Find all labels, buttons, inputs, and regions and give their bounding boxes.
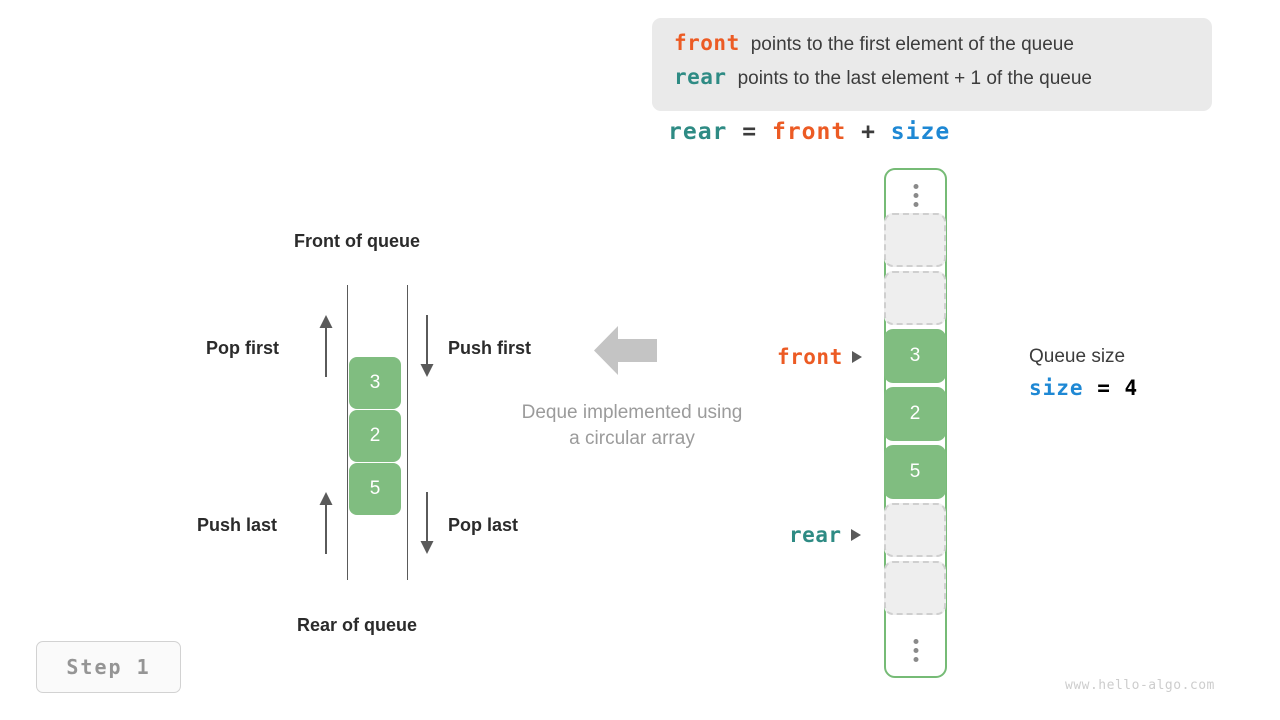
ellipsis-top-icon — [913, 184, 918, 207]
array-slot — [884, 271, 946, 325]
queue-size-expression: size = 4 — [1029, 373, 1138, 403]
push-first-arrow-icon — [420, 315, 434, 377]
pop-last-label: Pop last — [448, 515, 519, 535]
left-arrow-icon — [594, 326, 657, 375]
circular-array-slots: 3 2 5 — [884, 213, 946, 619]
queue-size-note: Queue size size = 4 — [1029, 344, 1138, 403]
rear-pointer-arrow-icon — [850, 529, 861, 541]
push-first-label: Push first — [448, 338, 532, 358]
array-slot — [884, 561, 946, 615]
equation-rhs-size: size — [890, 119, 951, 145]
equation-lhs: rear — [668, 119, 728, 145]
deque-cell-stack: 3 2 5 — [349, 357, 401, 516]
size-equals: = — [1097, 376, 1111, 400]
pop-last-arrow-icon — [420, 492, 434, 554]
deque-cell: 3 — [349, 357, 401, 409]
legend-keyword-front: front — [674, 31, 740, 55]
equation-plus: + — [861, 119, 876, 145]
pop-first-arrow-icon — [319, 315, 333, 377]
legend-text-rear: points to the last element + 1 of the qu… — [737, 68, 1092, 89]
front-pointer-label: front — [777, 345, 843, 369]
deque-rail-right — [407, 285, 408, 580]
diagram-caption-line2: a circular array — [569, 428, 695, 449]
size-value: 4 — [1124, 376, 1139, 400]
equation-equals: = — [742, 119, 758, 145]
front-pointer: front — [777, 345, 862, 369]
front-of-queue-label: Front of queue — [294, 231, 420, 251]
array-slot: 3 — [884, 329, 946, 383]
rear-of-queue-label: Rear of queue — [297, 615, 418, 635]
size-variable: size — [1029, 376, 1084, 400]
deque-cell: 2 — [349, 410, 401, 462]
legend-line-rear: rear points to the last element + 1 of t… — [674, 65, 1190, 99]
step-badge: Step 1 — [36, 641, 181, 693]
watermark: www.hello-algo.com — [1065, 678, 1215, 693]
rear-pointer-label: rear — [789, 523, 842, 547]
deque-rail-left — [347, 285, 348, 580]
push-last-label: Push last — [197, 515, 278, 535]
equation-rhs-front: front — [771, 119, 847, 145]
equation-rear-front-size: rear = front + size — [668, 119, 950, 145]
push-last-arrow-icon — [319, 492, 333, 554]
array-slot — [884, 213, 946, 267]
array-slot: 2 — [884, 387, 946, 441]
diagram-caption: Deque implemented using a circular array — [482, 400, 782, 452]
pop-first-label: Pop first — [206, 338, 280, 358]
queue-size-title: Queue size — [1029, 346, 1126, 367]
front-pointer-arrow-icon — [851, 351, 862, 363]
legend-line-front: front points to the first element of the… — [674, 31, 1190, 65]
array-slot: 5 — [884, 445, 946, 499]
deque-cell: 5 — [349, 463, 401, 515]
array-slot — [884, 503, 946, 557]
legend-text-front: points to the first element of the queue — [750, 34, 1074, 55]
diagram-caption-line1: Deque implemented using — [521, 402, 743, 423]
legend-keyword-rear: rear — [674, 65, 727, 89]
rear-pointer: rear — [789, 523, 861, 547]
ellipsis-bottom-icon — [913, 639, 918, 662]
legend-box: front points to the first element of the… — [652, 18, 1212, 111]
